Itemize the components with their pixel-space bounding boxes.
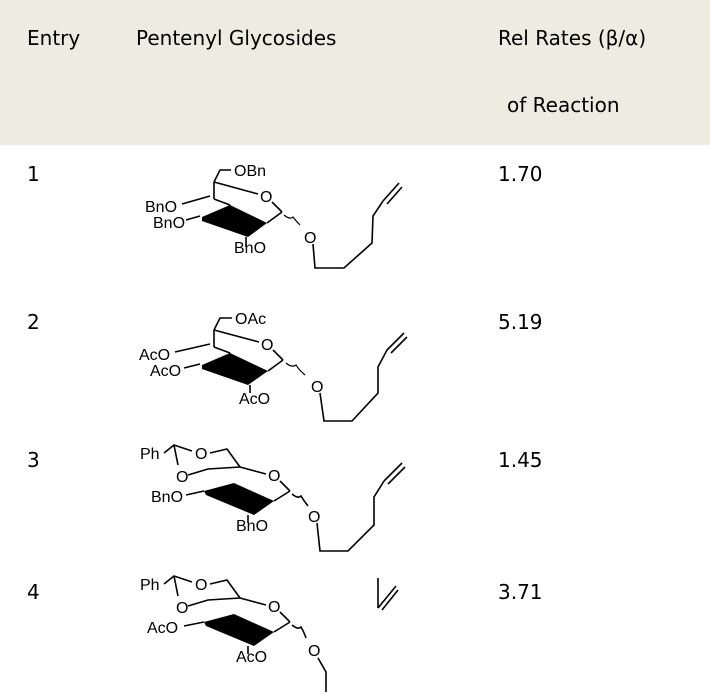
row-2-structure: OAc AcO AcO AcO O O	[139, 311, 408, 422]
row-4-entry: 4	[27, 580, 40, 604]
row-3-bottom-group: BnO	[236, 518, 268, 535]
row-1-top-group: OBn	[234, 163, 266, 180]
column-header-rates-line2: of Reaction	[507, 93, 620, 117]
row-2-top-group: OAc	[235, 311, 266, 328]
row-1-glycosidic-oxygen: O	[304, 230, 316, 247]
row-4-bottom-group: AcO	[236, 649, 267, 666]
row-3-structure: Ph O O BnO BnO O O	[140, 444, 406, 552]
row-1-structure: OBn BnO BnO BnO O O	[145, 163, 403, 269]
row-2-bottom-group: AcO	[239, 391, 270, 408]
row-3-acetal-substituent: Ph	[140, 446, 160, 463]
row-4-acetal-substituent: Ph	[140, 577, 160, 594]
row-2-left-group-1: AcO	[139, 347, 170, 364]
row-3-acetal-oxygen-2: O	[176, 469, 188, 486]
row-1-rate: 1.70	[498, 162, 543, 186]
row-3-ring-oxygen: O	[268, 468, 280, 485]
row-4-ring-oxygen: O	[268, 599, 280, 616]
row-4-acetal-oxygen-1: O	[195, 577, 207, 594]
row-4-structure: Ph O O AcO AcO O O	[140, 575, 399, 692]
row-4-rate: 3.71	[498, 580, 543, 604]
row-2-rate: 5.19	[498, 310, 543, 334]
row-2-entry: 2	[27, 310, 40, 334]
row-4-glycosidic-oxygen: O	[308, 643, 320, 660]
row-1-left-group-2: BnO	[153, 215, 185, 232]
row-3-acetal-oxygen-1: O	[195, 446, 207, 463]
row-3-glycosidic-oxygen: O	[308, 509, 320, 526]
table-header: Entry Pentenyl Glycosides Rel Rates (β/α…	[0, 0, 710, 145]
row-1-left-group-1: BnO	[145, 199, 177, 216]
row-1-bottom-group: BnO	[234, 240, 266, 257]
row-4-acetal-oxygen-2: O	[176, 600, 188, 617]
column-header-glycosides: Pentenyl Glycosides	[136, 26, 337, 50]
row-3-left-group: BnO	[151, 489, 183, 506]
row-4-left-group: AcO	[147, 620, 178, 637]
row-1-ring-oxygen: O	[260, 189, 272, 206]
column-header-rates-line1: Rel Rates (β/α)	[498, 26, 647, 50]
row-3-rate: 1.45	[498, 448, 543, 472]
row-3-entry: 3	[27, 448, 40, 472]
column-header-entry: Entry	[27, 26, 81, 50]
row-2-ring-oxygen: O	[261, 337, 273, 354]
row-1-entry: 1	[27, 162, 40, 186]
row-2-glycosidic-oxygen: O	[311, 379, 323, 396]
row-2-left-group-2: AcO	[150, 363, 181, 380]
